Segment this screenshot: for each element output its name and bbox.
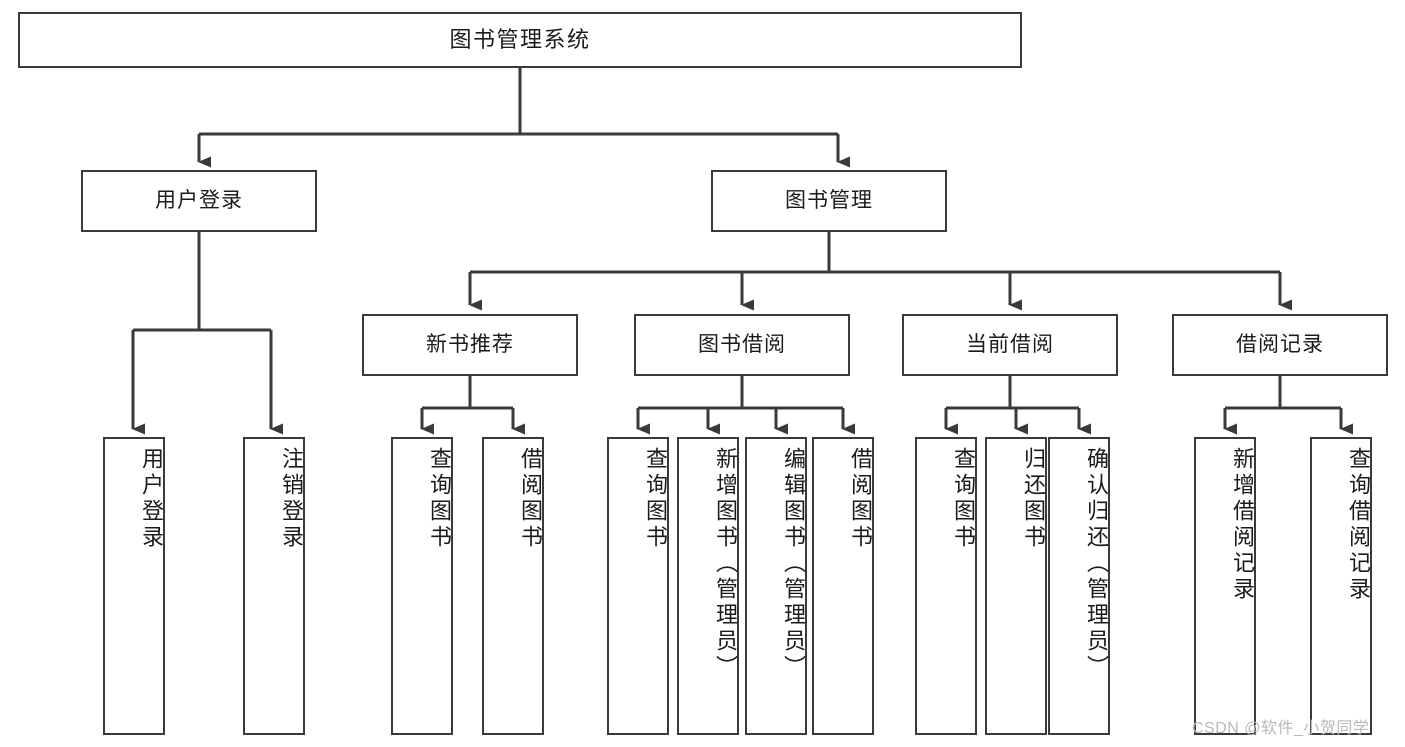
leaf-query-book-1[interactable]: 查询图书 <box>391 437 453 735</box>
node-label: 借阅图书 <box>848 447 873 551</box>
node-label: 查询图书 <box>643 447 668 551</box>
node-label: 注销登录 <box>279 447 304 551</box>
node-book-management[interactable]: 图书管理 <box>711 170 947 232</box>
node-label: 查询借阅记录 <box>1346 447 1371 603</box>
node-user-login[interactable]: 用户登录 <box>81 170 317 232</box>
node-new-book-recommend[interactable]: 新书推荐 <box>362 314 578 376</box>
node-label: 图书管理 <box>785 189 873 213</box>
node-book-borrow[interactable]: 图书借阅 <box>634 314 850 376</box>
node-root-book-management-system[interactable]: 图书管理系统 <box>18 12 1022 68</box>
node-label: 借阅图书 <box>518 447 543 551</box>
node-label: 借阅记录 <box>1236 333 1324 357</box>
leaf-query-book-2[interactable]: 查询图书 <box>607 437 669 735</box>
leaf-user-login[interactable]: 用户登录 <box>103 437 165 735</box>
node-label: 新增图书（管理员） <box>713 447 738 681</box>
leaf-borrow-book-1[interactable]: 借阅图书 <box>482 437 544 735</box>
leaf-edit-book[interactable]: 编辑图书（管理员） <box>745 437 807 735</box>
node-borrow-record[interactable]: 借阅记录 <box>1172 314 1388 376</box>
csdn-watermark: CSDN @软件_小贺同学 <box>1192 720 1370 737</box>
node-label: 当前借阅 <box>966 333 1054 357</box>
leaf-query-record[interactable]: 查询借阅记录 <box>1310 437 1372 735</box>
leaf-query-book-3[interactable]: 查询图书 <box>915 437 977 735</box>
node-label: 新增借阅记录 <box>1230 447 1255 603</box>
node-current-borrow[interactable]: 当前借阅 <box>902 314 1118 376</box>
node-label: 编辑图书（管理员） <box>781 447 806 681</box>
leaf-borrow-book-2[interactable]: 借阅图书 <box>812 437 874 735</box>
node-label: 查询图书 <box>951 447 976 551</box>
node-label: 用户登录 <box>139 447 164 551</box>
leaf-add-book[interactable]: 新增图书（管理员） <box>677 437 739 735</box>
node-label: 用户登录 <box>155 189 243 213</box>
node-label: 归还图书 <box>1021 447 1046 551</box>
leaf-add-record[interactable]: 新增借阅记录 <box>1194 437 1256 735</box>
leaf-return-book[interactable]: 归还图书 <box>985 437 1047 735</box>
node-label: 查询图书 <box>427 447 452 551</box>
node-label: 图书管理系统 <box>449 26 591 52</box>
node-label: 确认归还（管理员） <box>1084 447 1109 681</box>
node-label: 图书借阅 <box>698 333 786 357</box>
leaf-confirm-return[interactable]: 确认归还（管理员） <box>1048 437 1110 735</box>
leaf-logout-login[interactable]: 注销登录 <box>243 437 305 735</box>
node-label: 新书推荐 <box>426 333 514 357</box>
